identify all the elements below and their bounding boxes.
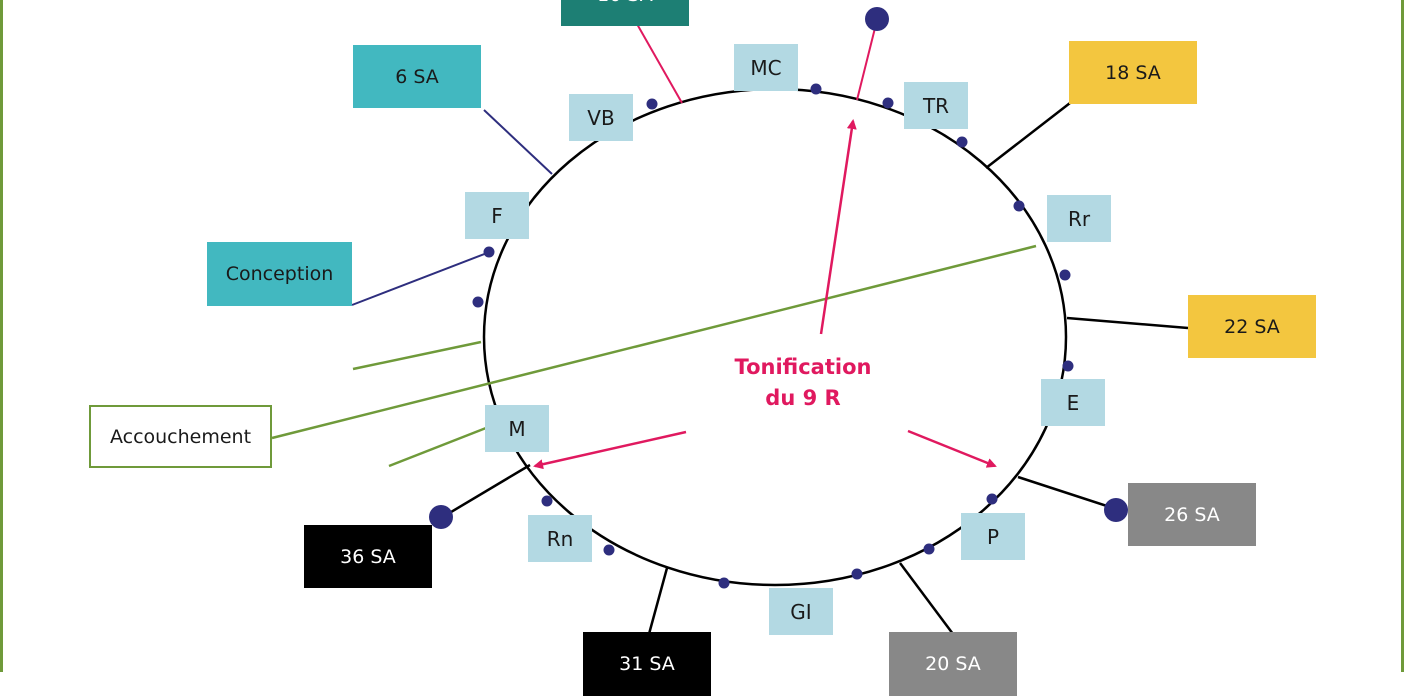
milestone-conception: Conception [207, 242, 352, 306]
milestone-10sa: 10 SA [561, 0, 689, 26]
phase-vb: VB [569, 94, 633, 141]
connector-6sa [483, 109, 553, 175]
dot [483, 246, 495, 258]
phase-f: F [465, 192, 529, 239]
connector-18sa [985, 102, 1071, 169]
dot [646, 98, 658, 110]
dot [603, 544, 615, 556]
cycle-circle [482, 87, 1068, 587]
large-dot-top [865, 7, 889, 31]
dot [541, 495, 553, 507]
connector-conception [351, 252, 488, 306]
milestone-36sa: 36 SA [304, 525, 432, 588]
arrow-up [819, 119, 857, 335]
arrow-right [907, 429, 997, 468]
dot [986, 493, 998, 505]
dot [956, 136, 968, 148]
cycle-diagram [271, 7, 1189, 635]
dot [882, 97, 894, 109]
dot [472, 296, 484, 308]
milestone-31sa: 31 SA [583, 632, 711, 696]
connector-tonification-top [856, 19, 878, 101]
large-dot-36sa [429, 505, 453, 529]
milestone-20sa: 20 SA [889, 632, 1017, 696]
connector-10sa [636, 23, 683, 104]
dot [1062, 360, 1074, 372]
large-dot-26sa [1104, 498, 1128, 522]
dot [718, 577, 730, 589]
phase-rr: Rr [1047, 195, 1111, 242]
milestone-18sa: 18 SA [1069, 41, 1197, 104]
milestone-26sa: 26 SA [1128, 483, 1256, 546]
phase-gi: GI [769, 588, 833, 635]
dot [1059, 269, 1071, 281]
green-line-lower [388, 426, 487, 468]
milestone-6sa: 6 SA [353, 45, 481, 108]
connector-31sa [647, 567, 669, 635]
phase-p: P [961, 513, 1025, 560]
cycle-dots [472, 83, 1074, 589]
connector-26sa [1017, 475, 1117, 511]
milestone-22sa: 22 SA [1188, 295, 1316, 358]
dot [1013, 200, 1025, 212]
arrow-left [533, 430, 687, 470]
center-title-line1: Tonification [734, 355, 872, 379]
green-line-upper [352, 340, 482, 371]
connector-36sa [440, 463, 531, 520]
connector-22sa [1066, 316, 1189, 330]
phase-mc: MC [734, 44, 798, 91]
milestone-accouchement: Accouchement [89, 405, 272, 468]
phase-m: M [485, 405, 549, 452]
dot [851, 568, 863, 580]
green-line-main [271, 244, 1037, 440]
connector-20sa [898, 562, 955, 635]
dot [923, 543, 935, 555]
center-title: Tonification du 9 R [718, 352, 888, 414]
phase-tr: TR [904, 82, 968, 129]
center-title-line2: du 9 R [765, 386, 841, 410]
dot [810, 83, 822, 95]
frame-border [0, 0, 1404, 672]
phase-rn: Rn [528, 515, 592, 562]
phase-e: E [1041, 379, 1105, 426]
